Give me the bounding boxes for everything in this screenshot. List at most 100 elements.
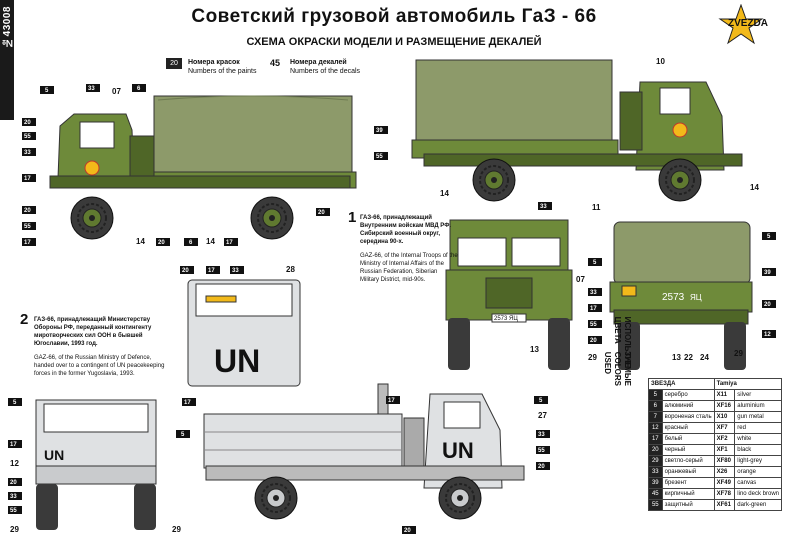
paint-name-en: aluminium (734, 400, 782, 412)
decal-callouts: 07 10 14 14 14 14 11 07 28 13 29 13 22 2… (10, 57, 759, 534)
truck-view-front-green (445, 219, 573, 370)
paint-name-en: black (734, 444, 782, 456)
svg-text:24: 24 (700, 353, 709, 362)
svg-text:12: 12 (764, 332, 771, 338)
paint-name-en: white (734, 433, 782, 445)
truck-view-rear-white-un (35, 399, 157, 530)
paint-number: 12 (648, 422, 663, 434)
paint-number: 6 (648, 400, 663, 412)
svg-text:55: 55 (24, 224, 31, 230)
svg-text:5: 5 (593, 260, 597, 266)
svg-text:07: 07 (576, 275, 585, 284)
svg-text:28: 28 (286, 265, 295, 274)
svg-text:33: 33 (88, 86, 95, 92)
paint-name-ru: брезент (661, 477, 715, 489)
note-2-number: 2 (20, 311, 29, 328)
tamiya-code: XF80 (713, 455, 736, 467)
svg-text:5: 5 (45, 88, 49, 94)
svg-text:17: 17 (388, 398, 395, 404)
svg-text:20: 20 (764, 302, 771, 308)
zvezda-star-logo (718, 4, 764, 45)
paint-callouts: 20 55 33 17 20 55 17 5 33 6 39 55 20 17 … (8, 84, 776, 534)
svg-text:11: 11 (592, 203, 601, 212)
svg-text:20: 20 (318, 210, 325, 216)
paint-number: 7 (648, 411, 663, 423)
svg-text:55: 55 (538, 448, 545, 454)
svg-text:17: 17 (184, 400, 191, 406)
svg-text:55: 55 (24, 134, 31, 140)
legend-paints-en: Numbers of the paints (188, 68, 257, 75)
svg-text:55: 55 (376, 154, 383, 160)
svg-text:22: 22 (684, 353, 693, 362)
tamiya-code: XF2 (713, 433, 736, 445)
svg-text:17: 17 (590, 306, 597, 312)
svg-text:6: 6 (189, 240, 193, 246)
un-marking-large: UN (214, 343, 260, 379)
header-tamiya: Tamiya (713, 378, 783, 390)
plate-rear-suffix: ЯЦ (690, 293, 702, 302)
svg-text:5: 5 (767, 234, 771, 240)
paint-number: 39 (648, 477, 663, 489)
paint-number: 29 (648, 455, 663, 467)
note-1-number: 1 (348, 209, 357, 226)
note-2-en: GAZ-66, of the Russian Ministry of Defen… (34, 355, 165, 377)
tamiya-code: X10 (713, 411, 736, 423)
tamiya-code: XF61 (713, 499, 736, 511)
svg-text:33: 33 (540, 204, 547, 210)
paint-name-ru: белый (661, 433, 715, 445)
header-zvezda: ЗВЕЗДА (648, 378, 715, 390)
note-1-en: GAZ-66, of the Internal Troops of the Mi… (360, 253, 458, 283)
paint-name-ru: светло-серый (661, 455, 715, 467)
svg-text:55: 55 (590, 322, 597, 328)
svg-text:17: 17 (10, 442, 17, 448)
paint-number: 33 (648, 466, 663, 478)
legend-paints-ru: Номера красок (188, 59, 240, 66)
truck-view-right-side-green (411, 59, 743, 202)
svg-text:6: 6 (137, 86, 141, 92)
paint-name-en: silver (734, 389, 782, 401)
svg-text:13: 13 (530, 345, 539, 354)
paint-sample-icon: 20 (166, 58, 182, 69)
paint-name-en: dark-green (734, 499, 782, 511)
svg-text:17: 17 (24, 176, 31, 182)
colors-table-header: ЗВЕЗДА Tamiya (648, 378, 783, 390)
catalog-number-strip: №43008 (0, 0, 14, 120)
svg-text:20: 20 (24, 120, 31, 126)
paint-name-en: gun metal (734, 411, 782, 423)
legend-decals-ru: Номера декалей (290, 59, 347, 66)
paint-name-ru: черный (661, 444, 715, 456)
svg-text:29: 29 (588, 353, 597, 362)
svg-text:5: 5 (181, 432, 185, 438)
svg-text:17: 17 (226, 240, 233, 246)
plate-front: 2573 ЯЦ (494, 316, 518, 322)
note-1: 1 ГАЗ-66, принадлежащий Внутренним войск… (348, 209, 458, 284)
truck-view-left-side-green (49, 95, 357, 240)
paint-name-en: canvas (734, 477, 782, 489)
svg-text:5: 5 (539, 398, 543, 404)
paint-name-en: light-grey (734, 455, 782, 467)
un-marking-door: UN (442, 438, 474, 463)
tamiya-code: X26 (713, 466, 736, 478)
svg-text:55: 55 (10, 508, 17, 514)
svg-text:5: 5 (13, 400, 17, 406)
paint-name-en: lino deck brown (734, 488, 782, 500)
paint-name-en: red (734, 422, 782, 434)
svg-text:29: 29 (10, 525, 19, 534)
svg-text:39: 39 (376, 128, 383, 134)
paint-number: 5 (648, 389, 663, 401)
svg-text:33: 33 (590, 290, 597, 296)
paint-number: 17 (648, 433, 663, 445)
page-subtitle: СХЕМА ОКРАСКИ МОДЕЛИ И РАЗМЕЩЕНИЕ ДЕКАЛЕ… (246, 36, 542, 48)
svg-text:17: 17 (24, 240, 31, 246)
